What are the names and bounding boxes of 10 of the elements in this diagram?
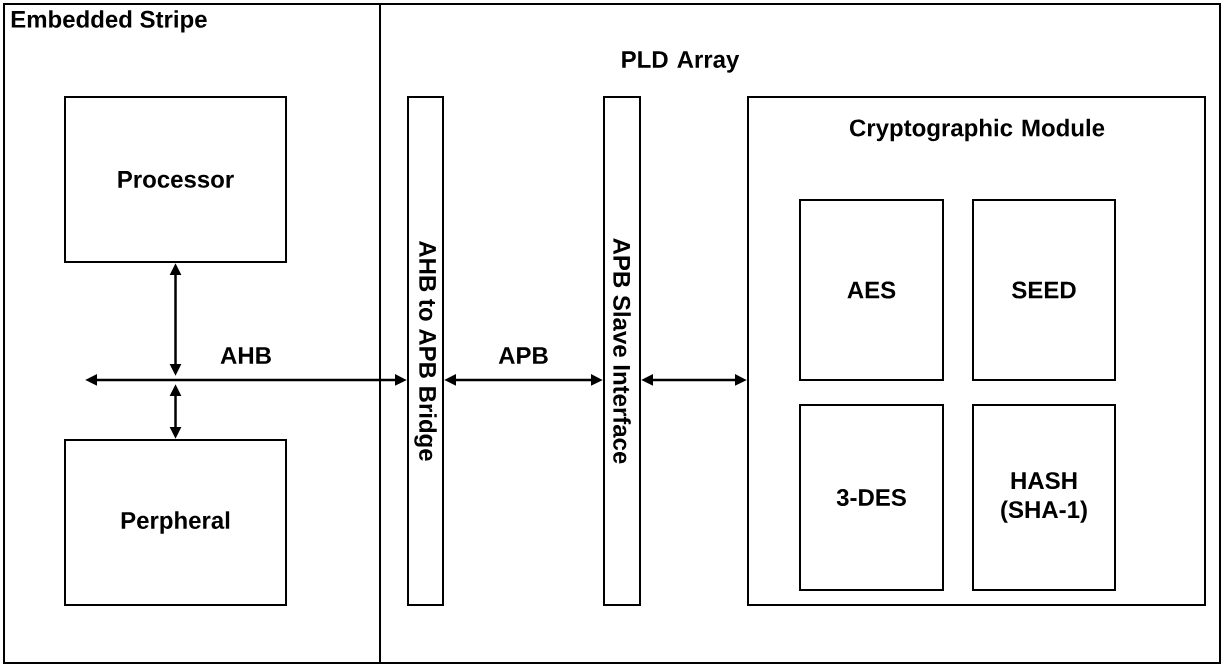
bus-bar: AHB to APB Bridge <box>407 96 444 606</box>
process-box: Perpheral <box>64 439 287 606</box>
process-box: Processor <box>64 96 287 263</box>
bus-bar: APB Slave Interface <box>603 96 641 606</box>
process-box: AES <box>799 199 944 381</box>
process-box: HASH (SHA-1) <box>972 404 1116 591</box>
edge-label: APB <box>496 345 551 366</box>
edge-label: AHB <box>218 345 274 366</box>
process-box: 3-DES <box>799 404 944 591</box>
process-box: SEED <box>972 199 1116 381</box>
